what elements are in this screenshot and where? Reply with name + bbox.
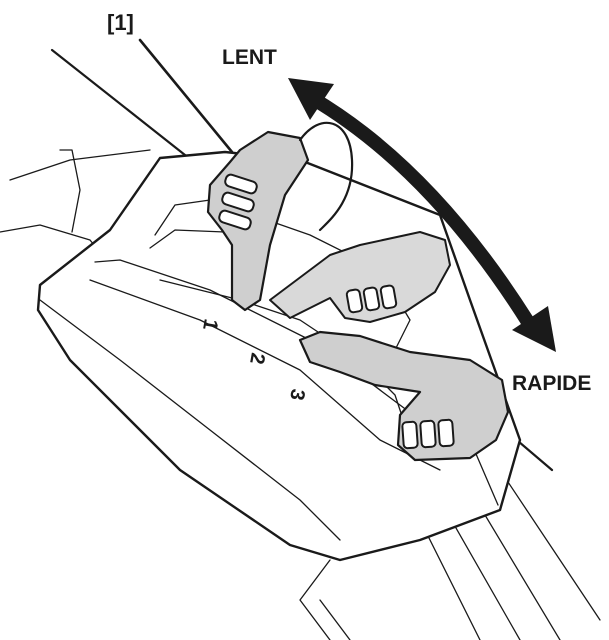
lever-mid-position — [269, 231, 451, 323]
lever-slow-position — [206, 130, 310, 312]
gate-position-markers: 1 2 3 — [198, 317, 309, 402]
fast-speed-label: RAPIDE — [512, 372, 591, 395]
speed-direction-arrow — [288, 78, 556, 352]
callout-label: [1] — [107, 10, 134, 35]
slow-speed-label: LENT — [222, 46, 277, 69]
gate-position-1: 1 — [198, 317, 222, 332]
gate-position-3: 3 — [285, 387, 309, 402]
control-cable — [298, 121, 354, 232]
callout-leader-line — [138, 38, 234, 154]
handle-bar-line — [50, 48, 187, 157]
gate-position-2: 2 — [245, 351, 269, 366]
lever-fast-position — [298, 330, 510, 462]
